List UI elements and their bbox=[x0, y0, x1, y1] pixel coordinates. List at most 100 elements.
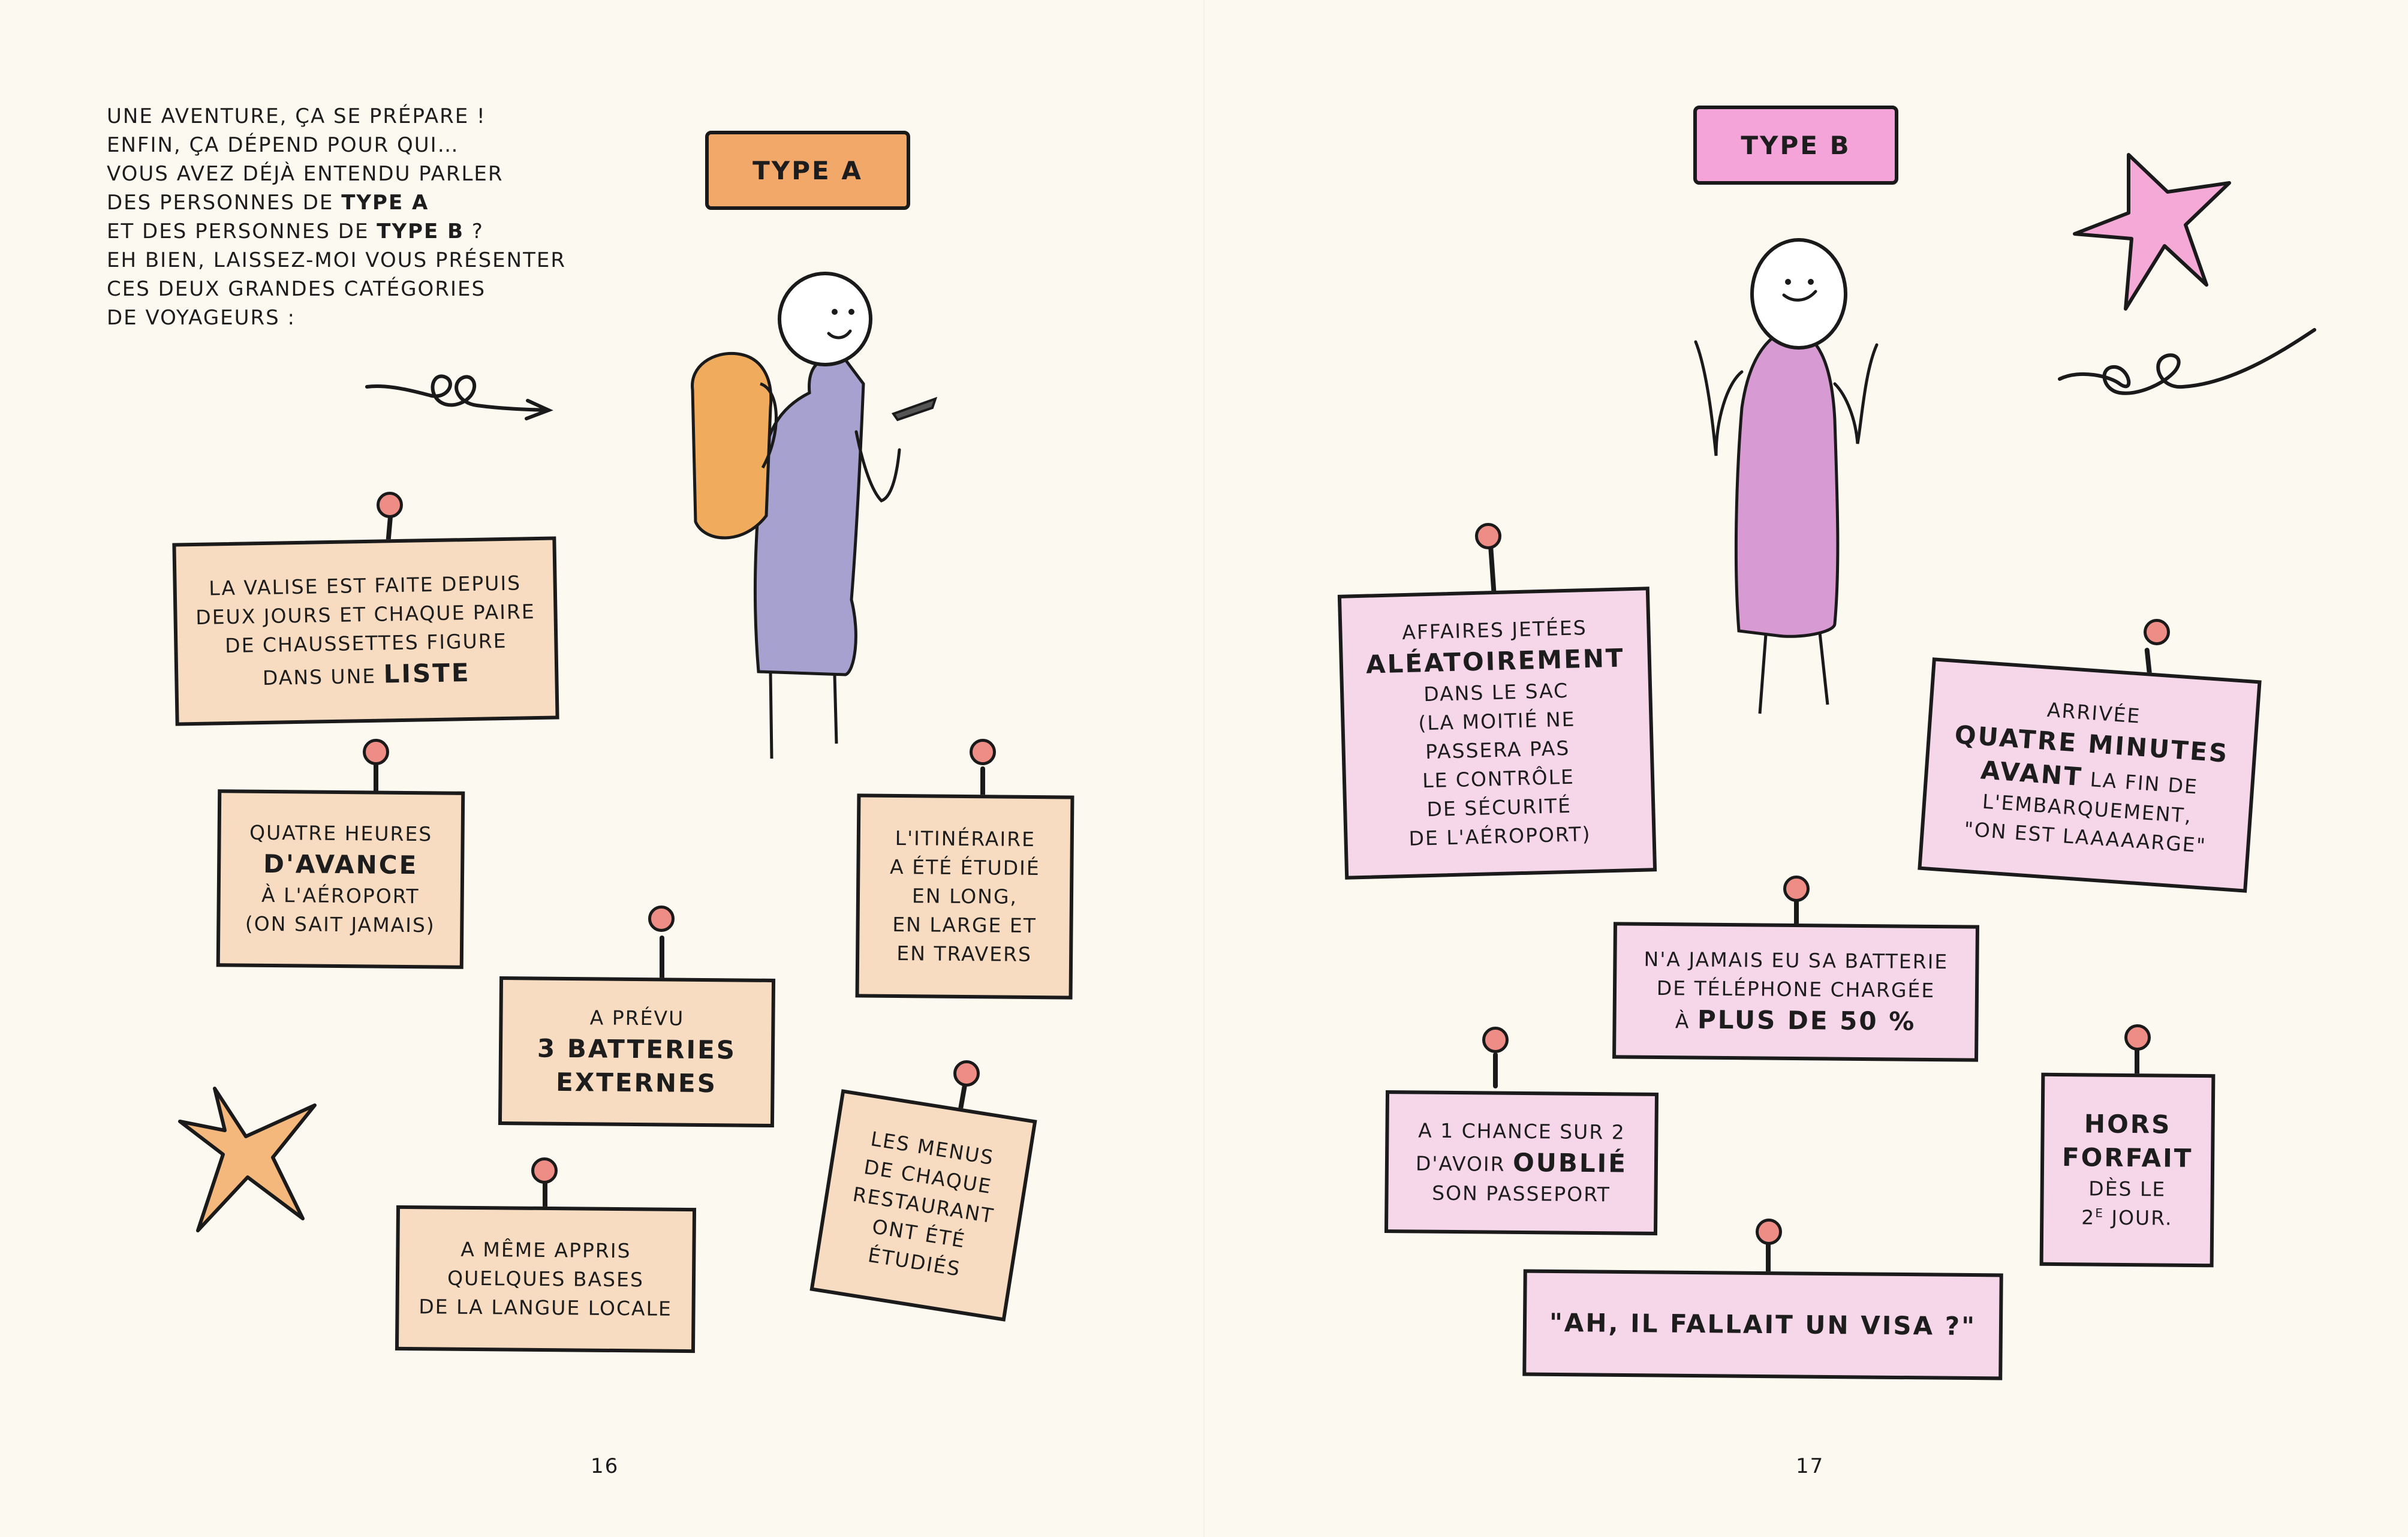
note-line: DÈS LE bbox=[2088, 1177, 2166, 1201]
note-line: EN LARGE ET bbox=[892, 912, 1037, 938]
note-line: 2E JOUR. bbox=[2081, 1203, 2173, 1232]
pin-icon bbox=[953, 1060, 980, 1087]
note-affaires: AFFAIRES JETÉES ALÉATOIREMENT DANS LE SA… bbox=[1337, 586, 1657, 880]
note-line: QUATRE HEURES bbox=[249, 820, 433, 846]
note-line: DE LA LANGUE LOCALE bbox=[419, 1295, 672, 1321]
note-emphasis: "AH, IL FALLAIT UN VISA ?" bbox=[1549, 1307, 1977, 1342]
shrugging-figure bbox=[1694, 238, 1879, 714]
note-passeport: A 1 CHANCE SUR 2 D'AVOIR OUBLIÉ SON PASS… bbox=[1384, 1090, 1659, 1235]
note-itineraire: L'ITINÉRAIRE A ÉTÉ ÉTUDIÉ EN LONG, EN LA… bbox=[855, 793, 1074, 1000]
pin-icon bbox=[531, 1157, 558, 1184]
note-line: AFFAIRES JETÉES bbox=[1401, 615, 1588, 644]
note-text-fragment: D'AVOIR bbox=[1415, 1151, 1513, 1176]
note-text-fragment: À bbox=[1675, 1009, 1698, 1033]
intro-line-4: DES PERSONNES DE TYPE A bbox=[107, 188, 604, 217]
note-line: PASSERA PAS bbox=[1425, 736, 1570, 763]
intro-type-b: TYPE B bbox=[377, 219, 464, 243]
orange-star-icon bbox=[178, 1087, 317, 1232]
note-line: QUELQUES BASES bbox=[447, 1266, 645, 1292]
pin-stem bbox=[980, 766, 985, 802]
intro-line-1: UNE AVENTURE, ÇA SE PRÉPARE ! bbox=[107, 104, 486, 128]
squiggle-icon bbox=[2058, 328, 2316, 395]
note-line: DANS LE SAC bbox=[1423, 678, 1569, 706]
note-batteries: A PRÉVU 3 BATTERIES EXTERNES bbox=[498, 976, 776, 1128]
note-line: EN TRAVERS bbox=[896, 942, 1033, 966]
note-line: A ÉTÉ ÉTUDIÉ bbox=[889, 855, 1040, 880]
note-line: DE SÉCURITÉ bbox=[1426, 793, 1572, 821]
note-text-fragment: DANS UNE bbox=[262, 663, 384, 690]
note-arrivee: ARRIVÉE QUATRE MINUTES AVANT LA FIN DE L… bbox=[1918, 657, 2262, 893]
note-emphasis: HORS bbox=[2084, 1109, 2172, 1139]
pink-star-icon bbox=[2073, 153, 2231, 311]
note-langue: A MÊME APPRIS QUELQUES BASES DE LA LANGU… bbox=[395, 1205, 697, 1353]
intro-text-fragment: DES PERSONNES DE bbox=[107, 191, 342, 215]
note-line: À PLUS DE 50 % bbox=[1675, 1003, 1916, 1039]
intro-line-2: ENFIN, ÇA DÉPEND POUR QUI… bbox=[107, 133, 459, 157]
note-menus: LES MENUS DE CHAQUE RESTAURANT ONT ÉTÉ É… bbox=[809, 1089, 1037, 1322]
type-a-label: TYPE A bbox=[705, 131, 910, 210]
pin-stem bbox=[374, 762, 378, 798]
note-line: (LA MOITIÉ NE bbox=[1417, 707, 1576, 735]
note-line: N'A JAMAIS EU SA BATTERIE bbox=[1644, 947, 1949, 974]
note-line: DE L'AÉROPORT) bbox=[1408, 822, 1591, 850]
note-forfait: HORS FORFAIT DÈS LE 2E JOUR. bbox=[2039, 1072, 2216, 1268]
intro-line-5: ET DES PERSONNES DE TYPE B ? bbox=[107, 217, 604, 246]
pin-stem bbox=[1493, 1052, 1498, 1088]
note-line: DANS UNE LISTE bbox=[262, 655, 471, 693]
pin-icon bbox=[2144, 619, 2170, 645]
pin-icon bbox=[1783, 876, 1810, 902]
intro-line-6: EH BIEN, LAISSEZ-MOI VOUS PRÉSENTER bbox=[107, 248, 566, 272]
note-line: DE TÉLÉPHONE CHARGÉE bbox=[1656, 976, 1936, 1003]
squiggle-arrow-icon bbox=[365, 374, 553, 420]
note-heures: QUATRE HEURES D'AVANCE À L'AÉROPORT (ON … bbox=[216, 789, 465, 969]
intro-type-a: TYPE A bbox=[341, 191, 429, 215]
type-b-label: TYPE B bbox=[1693, 106, 1898, 185]
intro-line-8: DE VOYAGEURS : bbox=[107, 306, 296, 330]
pin-icon bbox=[363, 739, 389, 765]
pin-stem bbox=[660, 936, 664, 983]
intro-question-mark: ? bbox=[464, 219, 484, 243]
note-line: A PRÉVU bbox=[589, 1006, 685, 1030]
intro-text: UNE AVENTURE, ÇA SE PRÉPARE ! ENFIN, ÇA … bbox=[107, 102, 604, 332]
backpacker-figure bbox=[691, 272, 938, 759]
note-emphasis: ALÉATOIREMENT bbox=[1365, 642, 1626, 679]
note-emphasis: PLUS DE 50 % bbox=[1697, 1004, 1916, 1036]
note-line: SON PASSEPORT bbox=[1431, 1181, 1611, 1207]
note-line: (ON SAIT JAMAIS) bbox=[245, 912, 435, 937]
note-text-fragment: LA FIN DE bbox=[2082, 766, 2199, 799]
note-visa: "AH, IL FALLAIT UN VISA ?" bbox=[1522, 1269, 2003, 1380]
note-text-fragment: 2 bbox=[2081, 1205, 2096, 1229]
pin-stem bbox=[543, 1178, 547, 1213]
note-line: A 1 CHANCE SUR 2 bbox=[1417, 1118, 1626, 1144]
note-emphasis: LISTE bbox=[383, 657, 471, 688]
note-text-fragment: JOUR. bbox=[2103, 1205, 2173, 1230]
note-line: LE CONTRÔLE bbox=[1422, 765, 1575, 792]
note-line: DE CHAUSSETTES FIGURE bbox=[224, 628, 507, 657]
note-line: A MÊME APPRIS bbox=[460, 1237, 631, 1263]
pin-stem bbox=[2135, 1048, 2139, 1084]
intro-text-fragment: ET DES PERSONNES DE bbox=[107, 219, 377, 243]
note-emphasis: FORFAIT bbox=[2061, 1142, 2193, 1173]
note-emphasis: EXTERNES bbox=[555, 1067, 718, 1099]
pin-icon bbox=[970, 739, 996, 765]
page-number-left: 16 bbox=[591, 1454, 619, 1478]
note-emphasis: 3 BATTERIES bbox=[537, 1033, 737, 1065]
note-superscript: E bbox=[2095, 1205, 2104, 1220]
intro-line-3: VOUS AVEZ DÉJÀ ENTENDU PARLER bbox=[107, 162, 504, 186]
pin-stem bbox=[1794, 900, 1799, 936]
note-line: D'AVOIR OUBLIÉ bbox=[1416, 1145, 1627, 1180]
pin-icon bbox=[2124, 1024, 2151, 1051]
page-number-right: 17 bbox=[1796, 1454, 1825, 1478]
note-line: L'ITINÉRAIRE bbox=[895, 826, 1036, 852]
note-emphasis: OUBLIÉ bbox=[1512, 1147, 1628, 1178]
note-emphasis: D'AVANCE bbox=[263, 849, 419, 880]
note-line: EN LONG, bbox=[911, 884, 1018, 909]
note-line: À L'AÉROPORT bbox=[261, 883, 420, 909]
pin-icon bbox=[1475, 523, 1501, 549]
intro-line-7: CES DEUX GRANDES CATÉGORIES bbox=[107, 277, 486, 301]
pin-icon bbox=[1482, 1027, 1509, 1053]
note-emphasis: AVANT bbox=[1979, 754, 2084, 792]
note-valise: LA VALISE EST FAITE DEPUIS DEUX JOURS ET… bbox=[172, 536, 559, 726]
